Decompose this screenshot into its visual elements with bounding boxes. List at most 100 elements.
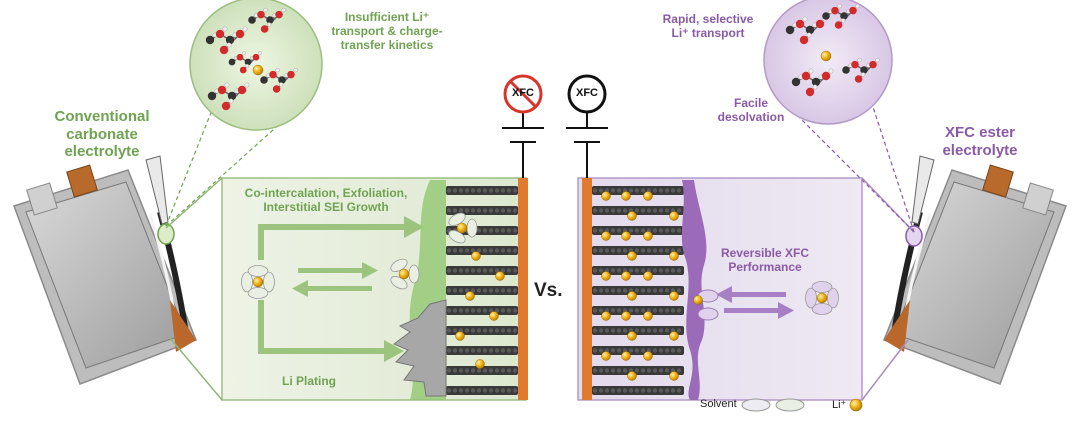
carbon-atom — [634, 308, 640, 313]
left-electrolyte-title: Conventional carbonate electrolyte — [44, 108, 160, 161]
carbon-atom — [670, 188, 676, 193]
carbon-atom — [464, 368, 470, 373]
title-line: carbonate — [66, 125, 138, 143]
carbon-atom — [506, 208, 512, 213]
carbon-atom — [512, 348, 518, 353]
carbon-atom — [506, 328, 512, 333]
molecule-atom — [834, 21, 843, 29]
carbon-atom — [446, 188, 452, 193]
right-process-arrows — [716, 286, 794, 319]
graphene-layer — [446, 386, 518, 395]
carbon-atom — [598, 328, 604, 333]
carbon-atom — [482, 308, 488, 313]
carbon-atom — [598, 248, 604, 253]
solvent-shell-molecule — [263, 271, 275, 293]
li-ion — [643, 351, 653, 361]
carbon-atom — [464, 188, 470, 193]
li-ion — [627, 291, 637, 301]
carbon-atom — [640, 308, 646, 313]
carbon-atom — [676, 268, 682, 273]
carbon-atom — [640, 208, 646, 213]
carbon-atom — [512, 248, 518, 253]
carbon-atom — [494, 368, 500, 373]
carbon-atom — [598, 368, 604, 373]
carbon-atom — [488, 328, 494, 333]
carbon-atom — [604, 328, 610, 333]
carbon-atom — [476, 368, 482, 373]
carbon-atom — [592, 388, 598, 393]
carbon-atom — [592, 268, 598, 273]
carbon-atom — [470, 368, 476, 373]
carbon-atom — [500, 388, 506, 393]
versus-label: Vs. — [534, 280, 563, 301]
desolvation-line: Facile — [733, 96, 769, 110]
carbon-atom — [598, 348, 604, 353]
li-ion — [475, 359, 485, 369]
carbon-atom — [604, 388, 610, 393]
carbon-atom — [670, 388, 676, 393]
carbon-atom — [664, 248, 670, 253]
carbon-atom — [500, 268, 506, 273]
carbon-atom — [604, 368, 610, 373]
carbon-atom — [676, 368, 682, 373]
carbon-atom — [512, 208, 518, 213]
carbon-atom — [658, 248, 664, 253]
carbon-atom — [670, 228, 676, 233]
carbon-atom — [446, 288, 452, 293]
carbon-atom — [488, 228, 494, 233]
carbon-atom — [592, 308, 598, 313]
solvent-shell-molecule — [241, 271, 253, 293]
carbon-atom — [470, 328, 476, 333]
carbon-atom — [658, 348, 664, 353]
molecule-atom — [225, 35, 235, 45]
carbon-atom — [592, 368, 598, 373]
carbon-atom — [476, 248, 482, 253]
molecule-atom — [815, 19, 825, 29]
molecule-atom — [228, 58, 236, 66]
molecule-atom — [805, 25, 815, 35]
molecule-atom — [205, 35, 215, 45]
carbon-atom — [452, 388, 458, 393]
carbon-atom — [482, 208, 488, 213]
molecule-atom — [831, 6, 839, 15]
hydrogen-atom — [293, 67, 298, 73]
li-ion — [820, 50, 832, 62]
solvent-shell-molecule — [408, 264, 420, 284]
carbon-atom — [628, 348, 634, 353]
hydrogen-atom — [242, 51, 246, 56]
carbon-atom — [494, 288, 500, 293]
carbon-atom — [494, 228, 500, 233]
carbon-atom — [446, 388, 452, 393]
carbon-atom — [622, 388, 628, 393]
legend-solvent-ellipse-2 — [775, 398, 805, 412]
molecule-atom — [272, 85, 281, 93]
hydrogen-atom — [258, 51, 262, 56]
desolvation-line: desolvation — [717, 110, 785, 125]
right-graphite-anode — [592, 186, 684, 395]
li-ion — [455, 331, 465, 341]
left-process-arrows — [258, 216, 424, 362]
graphene-layer — [446, 366, 518, 375]
carbon-atom — [494, 348, 500, 353]
hydrogen-atom — [812, 84, 818, 90]
carbon-atom — [482, 388, 488, 393]
legend-solvent-label: Solvent — [700, 398, 737, 410]
left-terminal — [502, 112, 544, 178]
solvent-shell-molecule — [811, 281, 833, 293]
carbon-atom — [676, 388, 682, 393]
li-plating-label: Li Plating — [282, 374, 336, 388]
carbon-atom — [646, 388, 652, 393]
carbon-atom — [610, 268, 616, 273]
carbon-atom — [506, 348, 512, 353]
li-ion — [398, 268, 410, 280]
carbon-atom — [658, 368, 664, 373]
li-ion — [465, 291, 475, 301]
carbon-atom — [446, 308, 452, 313]
carbon-atom — [616, 188, 622, 193]
carbon-atom — [506, 308, 512, 313]
carbon-atom — [470, 248, 476, 253]
li-ion — [489, 311, 499, 321]
callout-line: Li⁺ transport — [671, 26, 745, 41]
carbon-atom — [446, 268, 452, 273]
